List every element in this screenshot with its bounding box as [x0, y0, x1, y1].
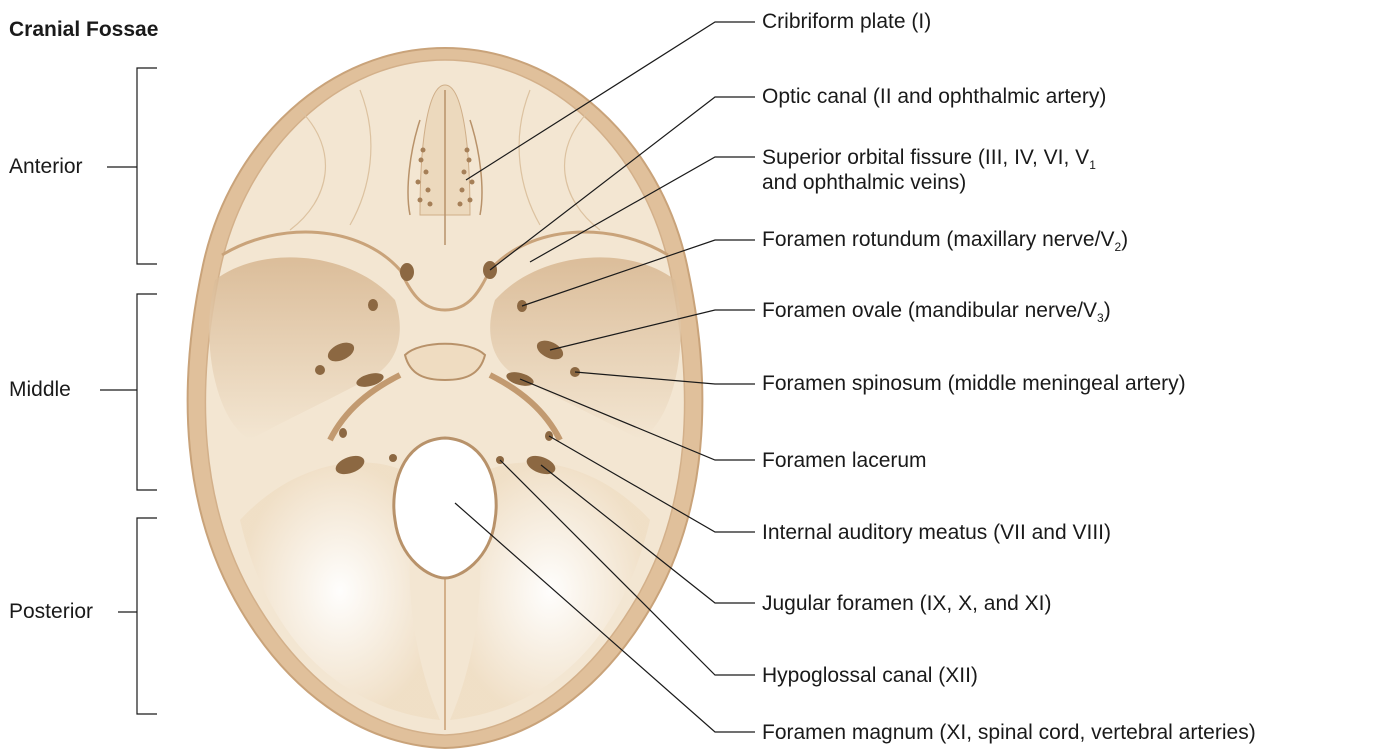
- fossa-label-posterior: Posterior: [9, 600, 93, 624]
- bracket-anterior: [137, 68, 157, 264]
- label-foramen-ovale: Foramen ovale (mandibular nerve/V3): [762, 298, 1111, 323]
- label-optic-canal: Optic canal (II and ophthalmic artery): [762, 84, 1106, 109]
- internal-auditory-meatus-left: [339, 428, 347, 438]
- hypoglossal-canal-left: [389, 454, 397, 462]
- diagram-title: Cranial Fossae: [9, 18, 158, 42]
- label-foramen-rotundum: Foramen rotundum (maxillary nerve/V2): [762, 227, 1128, 252]
- label-foramen-magnum: Foramen magnum (XI, spinal cord, vertebr…: [762, 720, 1256, 745]
- sella-turcica: [405, 344, 485, 380]
- bracket-middle: [137, 294, 157, 490]
- fossa-label-middle: Middle: [9, 378, 71, 402]
- foramen-rotundum-left: [368, 299, 378, 311]
- foramen-spinosum-left: [315, 365, 325, 375]
- label-superior-orbital-fissure: Superior orbital fissure (III, IV, VI, V…: [762, 145, 1096, 195]
- bracket-posterior: [137, 518, 157, 714]
- foramen-magnum: [394, 438, 496, 578]
- optic-canal-left: [400, 263, 414, 281]
- fossa-label-anterior: Anterior: [9, 155, 83, 179]
- label-hypoglossal-canal: Hypoglossal canal (XII): [762, 663, 978, 688]
- label-foramen-lacerum: Foramen lacerum: [762, 448, 927, 473]
- label-jugular-foramen: Jugular foramen (IX, X, and XI): [762, 591, 1051, 616]
- label-foramen-spinosum: Foramen spinosum (middle meningeal arter…: [762, 371, 1186, 396]
- label-cribriform-plate: Cribriform plate (I): [762, 9, 931, 34]
- label-internal-auditory-meatus: Internal auditory meatus (VII and VIII): [762, 520, 1111, 545]
